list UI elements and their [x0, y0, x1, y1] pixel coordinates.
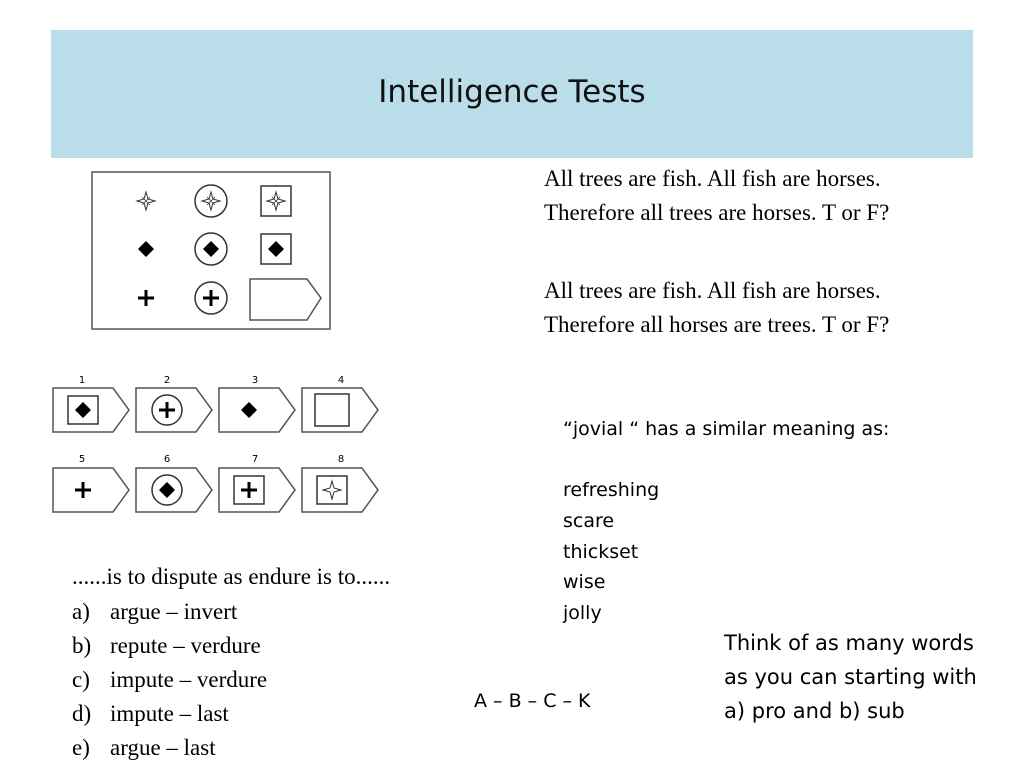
analogy-option: d) impute – last — [72, 701, 229, 727]
answer-options: 1 2 3 4 5 6 7 8 — [52, 375, 379, 513]
synonym-option: jolly — [563, 602, 602, 624]
option-number: 5 — [79, 454, 85, 465]
option-number: 6 — [164, 454, 170, 465]
analogy-option: b) repute – verdure — [72, 633, 261, 659]
pattern-matrix — [91, 171, 331, 330]
syllogism-1-line-2: Therefore all trees are horses. T or F? — [544, 200, 890, 225]
syllogism-2-line-2: Therefore all horses are trees. T or F? — [544, 312, 890, 337]
boxed-diamond-icon — [260, 233, 292, 265]
option-text: argue – invert — [110, 599, 238, 624]
syllogism-2-line-1: All trees are fish. All fish are horses. — [544, 278, 881, 303]
slide-title: Intelligence Tests — [378, 74, 646, 110]
answer-option-4 — [301, 387, 379, 433]
option-text: impute – verdure — [110, 667, 268, 692]
option-number: 2 — [164, 375, 170, 386]
option-number: 4 — [338, 375, 344, 386]
option-letter: d) — [72, 701, 92, 726]
boxed-star-icon — [260, 185, 292, 217]
synonym-option: scare — [563, 510, 615, 532]
letter-series: A – B – C – K — [474, 690, 591, 712]
diamond-icon — [138, 241, 154, 257]
answer-option-5 — [52, 467, 130, 513]
title-bar — [51, 30, 973, 158]
answer-option-1 — [52, 387, 130, 433]
answer-option-8 — [301, 467, 379, 513]
synonym-option: thickset — [563, 541, 639, 563]
answer-option-7 — [218, 467, 296, 513]
word-task: Think of as many words as you can starti… — [724, 631, 977, 723]
synonym-option: wise — [563, 571, 606, 593]
blank-answer-tag — [249, 278, 322, 321]
option-text: argue – last — [110, 735, 216, 760]
analogy-option: a) argue – invert — [72, 599, 237, 625]
option-number: 3 — [252, 375, 258, 386]
option-text: impute – last — [110, 701, 229, 726]
option-letter: a) — [72, 599, 90, 624]
answer-option-3 — [218, 387, 296, 433]
analogy-option: e) argue – last — [72, 735, 216, 761]
option-letter: e) — [72, 735, 90, 760]
option-number: 1 — [79, 375, 85, 386]
analogy-prompt: ......is to dispute as endure is to.....… — [72, 564, 391, 589]
circled-star-icon — [194, 184, 228, 218]
option-text: repute – verdure — [110, 633, 261, 658]
answer-option-2 — [135, 387, 213, 433]
syllogism-1-line-1: All trees are fish. All fish are horses. — [544, 166, 881, 191]
analogy-option: c) impute – verdure — [72, 667, 267, 693]
plus-icon — [138, 290, 154, 306]
option-letter: b) — [72, 633, 92, 658]
option-letter: c) — [72, 667, 90, 692]
circled-diamond-icon — [194, 232, 228, 266]
option-number: 8 — [338, 454, 344, 465]
star-icon — [135, 190, 157, 212]
synonym-option: refreshing — [563, 479, 660, 501]
circled-plus-icon — [194, 281, 228, 315]
answer-option-6 — [135, 467, 213, 513]
synonym-prompt: “jovial “ has a similar meaning as: — [563, 418, 890, 440]
option-number: 7 — [252, 454, 258, 465]
